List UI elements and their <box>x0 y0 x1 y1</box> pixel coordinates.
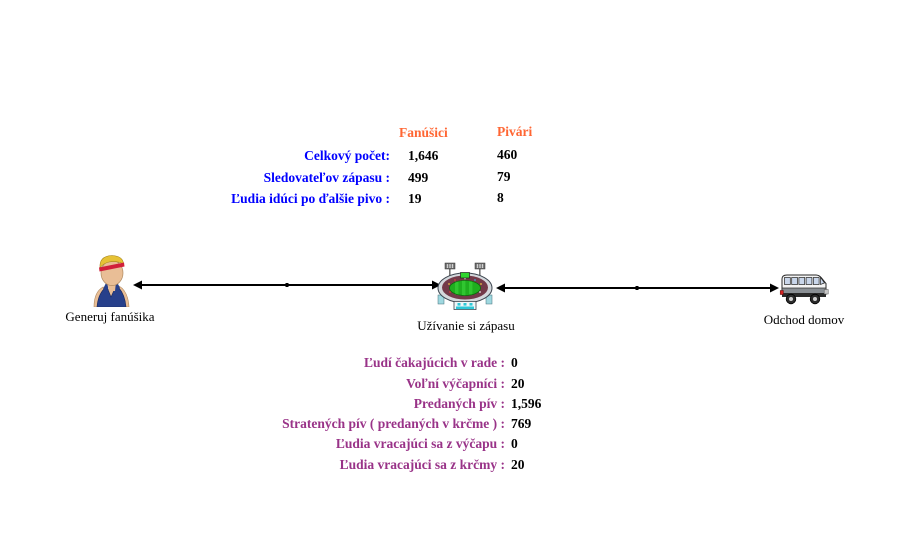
stat-label-queue: Ľudí čakajúcich v rade : <box>363 355 505 370</box>
route-midpoint-handle[interactable] <box>285 283 289 287</box>
stadium-icon[interactable] <box>435 262 495 312</box>
table-value-total-drinkers: 460 <box>497 147 518 162</box>
table-value-watching-fans: 499 <box>408 170 429 185</box>
stat-value-queue: 0 <box>511 355 518 370</box>
stat-value-returning-tap: 0 <box>511 436 518 451</box>
route-midpoint-handle[interactable] <box>635 286 639 290</box>
stat-value-beers-lost: 769 <box>511 416 532 431</box>
table-row-label-watching: Sledovateľov zápasu : <box>263 170 390 185</box>
stat-label-beers-lost: Stratených pív ( predaných v krčme ) : <box>282 416 505 431</box>
table-row-label-more-beer: Ľudia idúci po ďalšie pivo : <box>231 191 390 206</box>
stadium-shape <box>437 262 493 310</box>
table-value-more-beer-fans: 19 <box>408 191 422 206</box>
stat-label-beers-sold: Predaných pív : <box>413 396 505 411</box>
column-header-drinkers: Pivári <box>497 124 533 139</box>
stat-label-free-bartenders: Voľní výčapníci : <box>406 376 505 391</box>
route-arrow-generator-to-stadium[interactable] <box>133 280 441 290</box>
table-row-label-total: Celkový počet: <box>304 148 390 163</box>
stat-label-returning-tap: Ľudia vracajúci sa z výčapu : <box>335 436 505 451</box>
stat-value-free-bartenders: 20 <box>511 376 525 391</box>
node-label-stadium: Užívanie si zápasu <box>417 318 515 333</box>
person-shape <box>93 255 130 307</box>
column-header-fans: Fanúšici <box>399 125 448 140</box>
bus-shape <box>779 274 829 305</box>
node-label-exit: Odchod domov <box>763 312 845 327</box>
stat-value-returning-pub: 20 <box>511 457 525 472</box>
node-label-generator: Generuj fanúšika <box>65 309 155 324</box>
bus-icon[interactable] <box>779 269 829 306</box>
table-value-more-beer-drinkers: 8 <box>497 190 504 205</box>
stat-label-returning-pub: Ľudia vracajúci sa z krčmy : <box>339 457 505 472</box>
stat-value-beers-sold: 1,596 <box>511 396 542 411</box>
fan-person-icon[interactable] <box>90 253 132 307</box>
table-value-total-fans: 1,646 <box>408 148 439 163</box>
route-arrow-stadium-to-exit[interactable] <box>496 283 779 293</box>
table-value-watching-drinkers: 79 <box>497 169 511 184</box>
